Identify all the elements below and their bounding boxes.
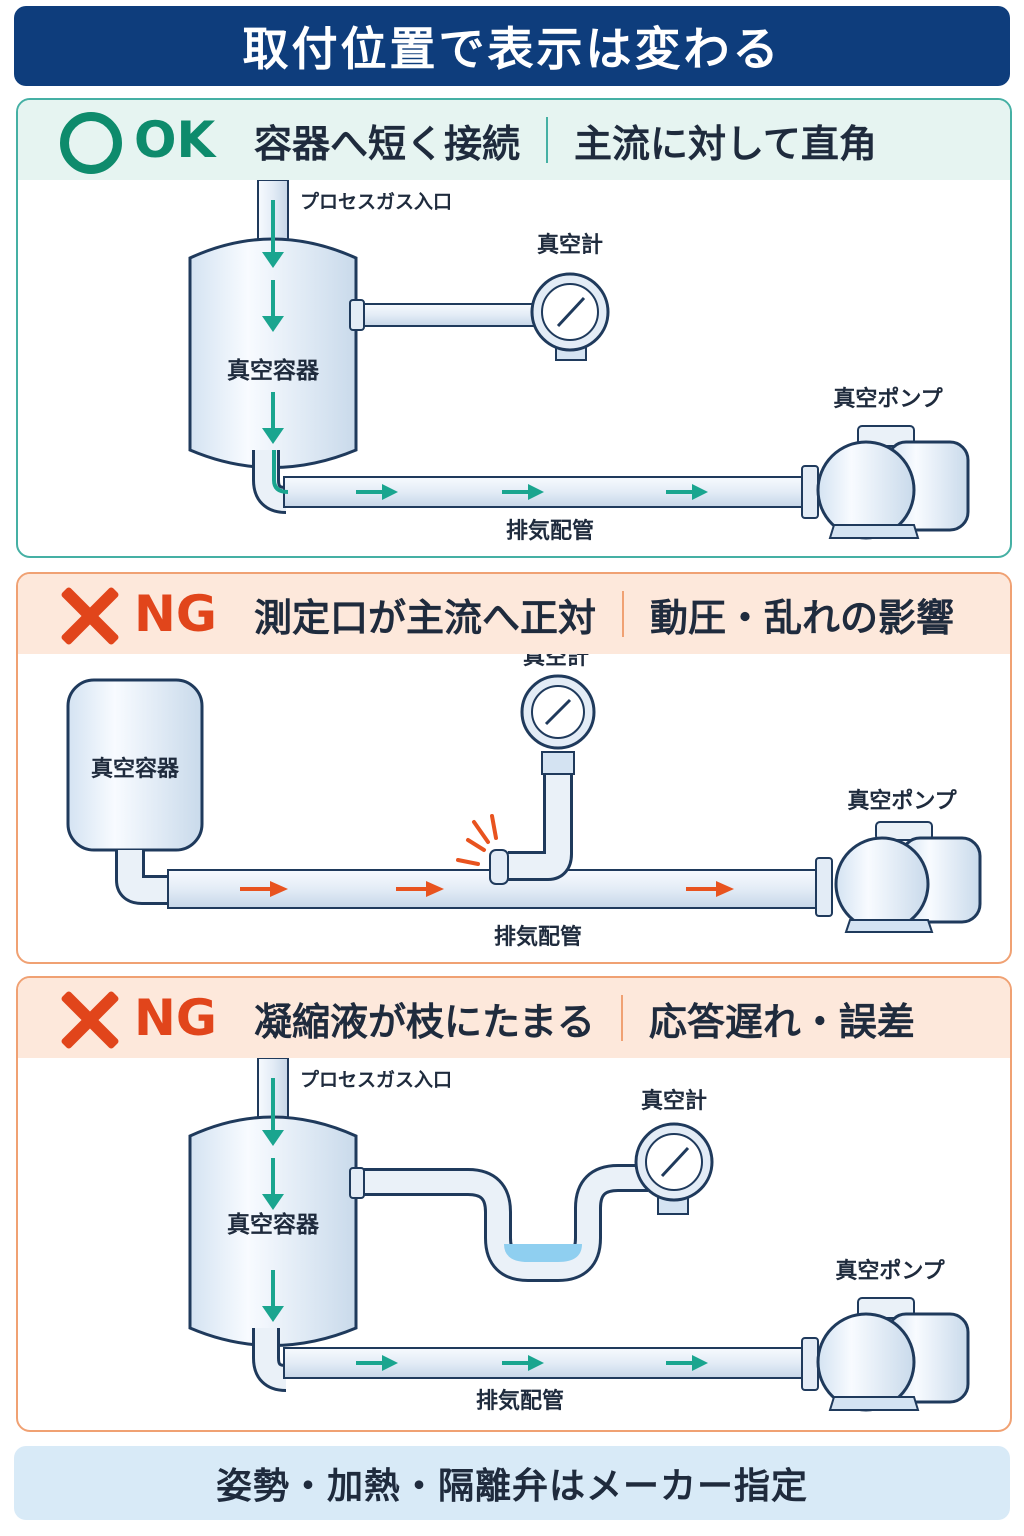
gauge-stem [541, 751, 575, 775]
pump-label: 真空ポンプ [833, 386, 943, 412]
ok-panel: OK 容器へ短く接続 主流に対して直角 真空容器 真空計 プロセスガス入口 [16, 98, 1012, 558]
gauge-needle [556, 296, 586, 328]
pipe-flange [349, 299, 365, 331]
flow-arrowhead [262, 252, 284, 268]
ng-panel-condensate: NG 凝縮液が枝にたまる 応答遅れ・誤差 真空容器 プロセスガス入口 真空計 排… [16, 976, 1012, 1432]
gauge-label: 真空計 [523, 654, 589, 670]
inlet-label: プロセスガス入口 [300, 1068, 452, 1091]
pump-flange [801, 1337, 819, 1391]
ok-verdict: OK [134, 111, 216, 169]
condensate-liquid [504, 1244, 582, 1262]
ok-effect: 主流に対して直角 [574, 121, 877, 166]
pump-flange [801, 465, 819, 519]
pipe-label: 排気配管 [506, 518, 594, 544]
ng-panel-flow-facing: NG 測定口が主流へ正対 動圧・乱れの影響 真空容器 真空計 排気配管 真空ポン… [16, 572, 1012, 964]
vessel-label: 真空容器 [91, 756, 180, 782]
ng2-cause: 凝縮液が枝にたまる [254, 999, 595, 1044]
vacuum-vessel [188, 237, 358, 469]
gauge-branch-pipe [353, 303, 535, 327]
ng2-diagram: 真空容器 プロセスガス入口 真空計 排気配管 真空ポンプ [188, 1058, 970, 1414]
impact-burst-icon [456, 814, 498, 866]
vacuum-pump-icon [834, 836, 930, 932]
pipe-flange [349, 1167, 365, 1199]
ng2-effect: 応答遅れ・誤差 [648, 999, 915, 1044]
ok-panel-header: OK 容器へ短く接続 主流に対して直角 [18, 100, 1010, 180]
gauge-label: 真空計 [537, 232, 603, 258]
ng1-verdict: NG [134, 585, 217, 643]
pump-label: 真空ポンプ [847, 788, 957, 814]
circle-ok-icon [56, 108, 122, 174]
gauge-needle [544, 698, 572, 726]
header-divider [620, 995, 623, 1041]
vacuum-vessel [188, 1115, 358, 1347]
vacuum-pump-icon [816, 1312, 916, 1412]
header-divider [622, 591, 625, 637]
gauge-label: 真空計 [641, 1088, 707, 1114]
vacuum-pump-icon [816, 440, 916, 540]
ok-cause: 容器へ短く接続 [254, 121, 521, 166]
ok-diagram: 真空容器 真空計 プロセスガス入口 排気配管 真空ポンプ [188, 180, 970, 544]
pipe-label: 排気配管 [494, 924, 582, 950]
ng2-panel-header: NG 凝縮液が枝にたまる 応答遅れ・誤差 [18, 978, 1010, 1058]
inlet-label: プロセスガス入口 [300, 190, 452, 213]
page-title: 取付位置で表示は変わる [14, 6, 1010, 86]
header-divider [546, 117, 549, 163]
vessel-label: 真空容器 [227, 1211, 320, 1238]
pipe-label: 排気配管 [476, 1388, 564, 1414]
ng2-verdict: NG [134, 989, 217, 1047]
ng1-panel-header: NG 測定口が主流へ正対 動圧・乱れの影響 [18, 574, 1010, 654]
ng1-effect: 動圧・乱れの影響 [650, 595, 955, 640]
gauge-needle [660, 1146, 690, 1178]
ng1-diagram: 真空容器 真空計 排気配管 真空ポンプ [66, 654, 982, 950]
cross-ng-icon [56, 986, 120, 1050]
vessel-label: 真空容器 [227, 357, 320, 384]
ng1-cause: 測定口が主流へ正対 [254, 595, 597, 640]
pump-flange [815, 857, 833, 917]
flow-arrowhead [262, 428, 284, 444]
pump-label: 真空ポンプ [835, 1258, 945, 1284]
flow-arrowhead [262, 316, 284, 332]
probe-opening [489, 849, 509, 885]
cross-ng-icon [56, 582, 120, 646]
footer-note: 姿勢・加熱・隔離弁はメーカー指定 [14, 1446, 1010, 1520]
